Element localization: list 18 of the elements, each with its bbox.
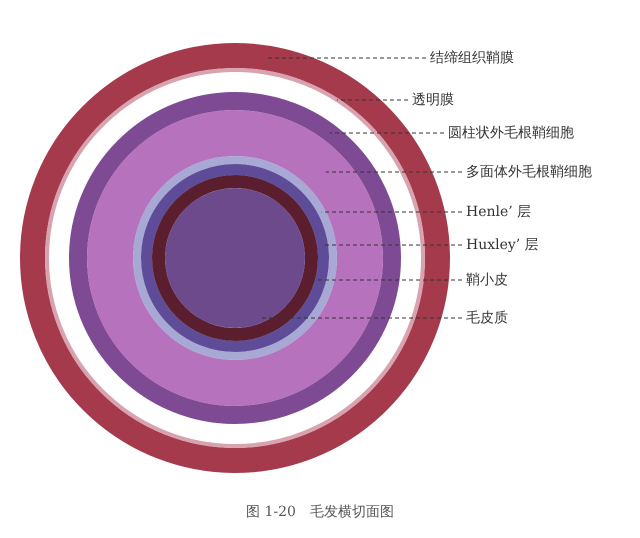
part-label: 多面体外毛根鞘细胞 xyxy=(466,163,592,181)
tissue-layer-ring xyxy=(152,175,318,341)
tissue-layer-ring xyxy=(69,92,401,424)
tissue-layer-ring xyxy=(87,110,383,406)
part-label: 结缔组织鞘膜 xyxy=(430,49,514,67)
leader-line xyxy=(330,132,444,134)
leader-line xyxy=(322,244,462,246)
hair-cortex-disc xyxy=(165,188,305,328)
part-label: Huxley’ 层 xyxy=(466,236,539,254)
figure-caption: 图 1-20 毛发横切面图 xyxy=(245,503,395,521)
part-label: 毛皮质 xyxy=(466,309,508,327)
tissue-layer-ring xyxy=(133,156,337,360)
tissue-layer-ring xyxy=(141,164,329,352)
part-label: 透明膜 xyxy=(412,91,454,109)
part-label: 圆柱状外毛根鞘细胞 xyxy=(448,124,574,142)
tissue-layer-ring xyxy=(45,68,425,448)
part-label: 鞘小皮 xyxy=(466,271,508,289)
part-label: Henle’ 层 xyxy=(466,203,532,221)
